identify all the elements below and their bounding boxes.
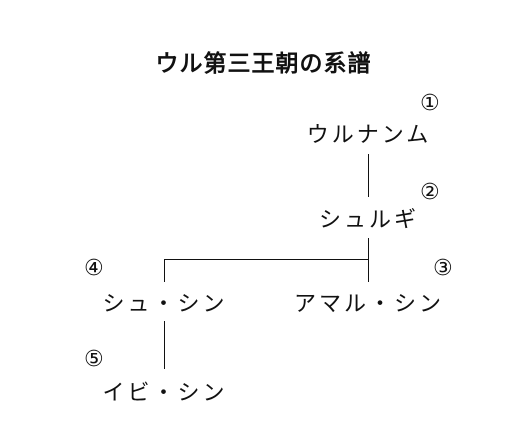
ruler-name-3: アマル・シン [293,292,445,317]
order-number-4: ④ [84,256,104,281]
ruler-name-5: イビ・シン [102,381,228,406]
connector-4-5 [164,321,165,369]
order-number-3: ③ [433,256,453,281]
branch-left-drop [164,259,165,282]
ruler-name-4: シュ・シン [102,292,228,317]
connector-1-2 [368,154,369,197]
ruler-name-2: シュルギ [318,208,420,233]
order-number-5: ⑤ [84,347,104,372]
ruler-name-1: ウルナンム [306,123,432,148]
diagram-title: ウル第三王朝の系譜 [155,51,372,77]
connector-2-branch [368,238,369,282]
order-number-2: ② [420,180,440,205]
order-number-1: ① [420,91,440,116]
branch-horizontal-line [164,259,369,260]
